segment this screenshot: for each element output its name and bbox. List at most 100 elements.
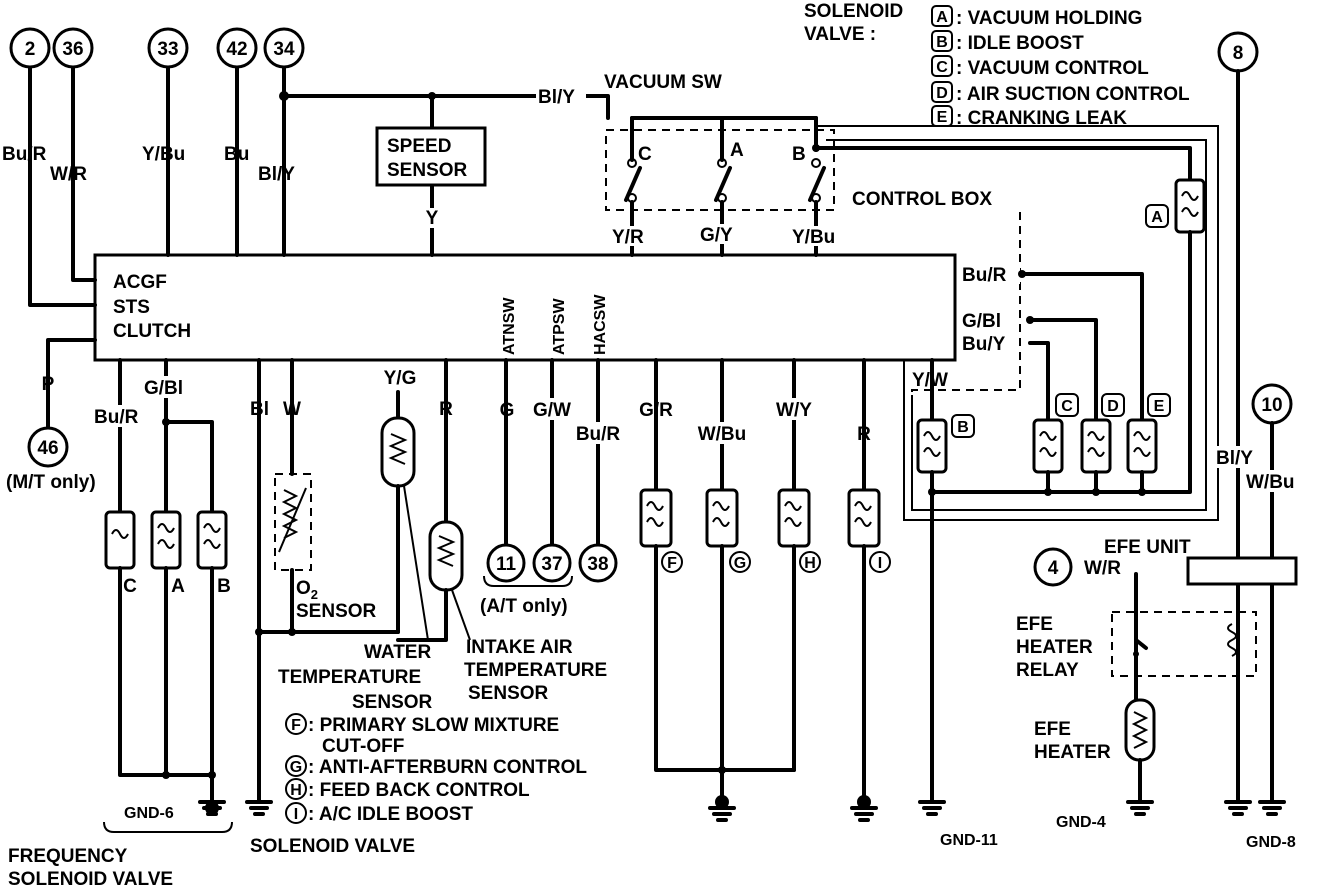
solenoid-valve-bottom-label: SOLENOID VALVE bbox=[250, 836, 415, 857]
svg-text:11: 11 bbox=[496, 554, 517, 575]
svg-text:: A/C IDLE BOOST: : A/C IDLE BOOST bbox=[308, 804, 473, 825]
connector-10: 10 bbox=[1251, 383, 1293, 425]
gnd4-label: GND-4 bbox=[1056, 814, 1106, 831]
wire-g-bl-right bbox=[1028, 318, 1098, 422]
svg-text:: IDLE BOOST: : IDLE BOOST bbox=[956, 33, 1084, 54]
wire-label-bl-y: Bl/Y bbox=[258, 164, 295, 185]
water-temp-label-1: WATER bbox=[364, 642, 431, 663]
speed-sensor: SPEED SENSOR bbox=[375, 126, 487, 187]
efe-unit-label: EFE UNIT bbox=[1104, 537, 1191, 558]
svg-text:38: 38 bbox=[587, 554, 608, 575]
badge-g: G bbox=[729, 551, 751, 573]
wire-label-y-bu: Y/Bu bbox=[142, 144, 185, 165]
efe-heater-relay bbox=[1111, 610, 1257, 678]
connector-8: 8 bbox=[1217, 31, 1259, 73]
wire-label-w: W bbox=[283, 399, 301, 420]
efe-heater-label-2: HEATER bbox=[1034, 742, 1111, 763]
wire-label-y-bu-sw: Y/Bu bbox=[792, 227, 835, 248]
freq-sol-label-1: FREQUENCY bbox=[8, 846, 128, 867]
wire-label-bu-r-38: Bu/R bbox=[576, 424, 621, 445]
efe-heater-relay-label-3: RELAY bbox=[1016, 660, 1079, 681]
svg-text:I: I bbox=[878, 555, 882, 572]
svg-text:D: D bbox=[1107, 398, 1119, 415]
svg-text:8: 8 bbox=[1233, 43, 1244, 64]
svg-text:SPEED: SPEED bbox=[387, 136, 451, 157]
svg-text:10: 10 bbox=[1261, 395, 1282, 416]
freq-sol-bracket bbox=[103, 821, 233, 833]
efe-unit-box bbox=[1186, 556, 1298, 586]
wire-label-bu-r-right: Bu/R bbox=[962, 265, 1007, 286]
wire-bu-y bbox=[1028, 341, 1050, 422]
o2-sensor-label-2: SENSOR bbox=[296, 601, 377, 622]
wire-bu-r-right bbox=[1020, 272, 1144, 422]
wire-label-g-w: G/W bbox=[533, 400, 571, 421]
wire-b-thin2 bbox=[826, 139, 1207, 511]
svg-text:: AIR SUCTION CONTROL: : AIR SUCTION CONTROL bbox=[956, 84, 1190, 105]
intake-air-temp-sensor bbox=[428, 520, 464, 592]
wire-label-r2: R bbox=[857, 424, 871, 445]
svg-text:H: H bbox=[804, 555, 816, 572]
badge-f: F bbox=[661, 551, 683, 573]
legend-top: A : VACUUM HOLDING B : IDLE BOOST C : VA… bbox=[931, 5, 1190, 129]
wire-label-y-r: Y/R bbox=[612, 227, 644, 248]
solenoid-valve-title-2: VALVE : bbox=[804, 24, 876, 45]
freq-solenoid-b bbox=[196, 510, 228, 570]
wire-label-bu-y: Bu/Y bbox=[962, 334, 1006, 355]
badge-c-right: C bbox=[1055, 393, 1079, 417]
vacuum-sw-label: VACUUM SW bbox=[604, 72, 722, 93]
solenoid-g bbox=[705, 488, 739, 548]
svg-text:SENSOR: SENSOR bbox=[387, 160, 468, 181]
connector-36: 36 bbox=[52, 27, 94, 69]
freq-sol-label-c: C bbox=[123, 576, 137, 597]
svg-text:42: 42 bbox=[226, 39, 247, 60]
ecu-label-hacsw: HACSW bbox=[592, 294, 609, 355]
water-temp-sensor bbox=[380, 416, 416, 488]
o2-sensor-label-1: O2 bbox=[296, 578, 318, 602]
svg-text:: ANTI-AFTERBURN CONTROL: : ANTI-AFTERBURN CONTROL bbox=[308, 757, 587, 778]
wire-label-g: G bbox=[500, 400, 515, 421]
svg-text:H: H bbox=[290, 782, 302, 799]
svg-text:: VACUUM CONTROL: : VACUUM CONTROL bbox=[956, 58, 1149, 79]
connector-46: 46 bbox=[27, 426, 69, 468]
svg-text:: VACUUM HOLDING: : VACUUM HOLDING bbox=[956, 8, 1142, 29]
control-box-outline bbox=[911, 212, 1021, 470]
wire-label-p: P bbox=[42, 374, 55, 395]
svg-text:B: B bbox=[792, 144, 806, 165]
svg-text:A: A bbox=[730, 140, 744, 161]
svg-text:: PRIMARY SLOW MIXTURE: : PRIMARY SLOW MIXTURE bbox=[308, 715, 559, 736]
efe-heater-label-1: EFE bbox=[1034, 719, 1071, 740]
wire-label-bu: Bu bbox=[224, 144, 249, 165]
connector-34: 34 bbox=[263, 27, 305, 69]
badge-i: I bbox=[869, 551, 891, 573]
connector-11: 11 bbox=[486, 543, 526, 583]
ecu-label-sts: STS bbox=[113, 297, 150, 318]
junction-dot bbox=[428, 92, 436, 100]
ecu-label-atnsw: ATNSW bbox=[501, 297, 518, 355]
svg-text:33: 33 bbox=[157, 39, 178, 60]
freq-sol-label-a: A bbox=[171, 576, 185, 597]
control-box-label: CONTROL BOX bbox=[852, 189, 992, 210]
svg-text:: FEED BACK CONTROL: : FEED BACK CONTROL bbox=[308, 780, 530, 801]
solenoid-a-right bbox=[1174, 178, 1206, 234]
svg-text:F: F bbox=[291, 717, 301, 734]
at-only-label: (A/T only) bbox=[480, 596, 568, 617]
badge-b-right: B bbox=[951, 414, 975, 438]
gnd6-label: GND-6 bbox=[124, 805, 174, 822]
svg-text:I: I bbox=[294, 806, 298, 823]
solenoid-i bbox=[847, 488, 881, 548]
svg-text:46: 46 bbox=[37, 438, 58, 459]
gnd11-label: GND-11 bbox=[940, 832, 998, 849]
solenoid-valve-title-1: SOLENOID bbox=[804, 1, 903, 22]
svg-text:G: G bbox=[290, 759, 302, 776]
solenoid-c-right bbox=[1032, 418, 1064, 474]
wire-label-bl-y-top: Bl/Y bbox=[538, 87, 575, 108]
svg-text:4: 4 bbox=[1048, 558, 1059, 579]
solenoid-h bbox=[777, 488, 811, 548]
wire-label-w-r: W/R bbox=[50, 164, 87, 185]
connector-38: 38 bbox=[578, 543, 618, 583]
water-temp-label-3: SENSOR bbox=[352, 692, 433, 713]
efe-heater bbox=[1124, 698, 1156, 762]
wire-label-r1: R bbox=[439, 399, 453, 420]
wire-label-y: Y bbox=[426, 208, 439, 229]
ecu-label-acgf: ACGF bbox=[113, 272, 167, 293]
